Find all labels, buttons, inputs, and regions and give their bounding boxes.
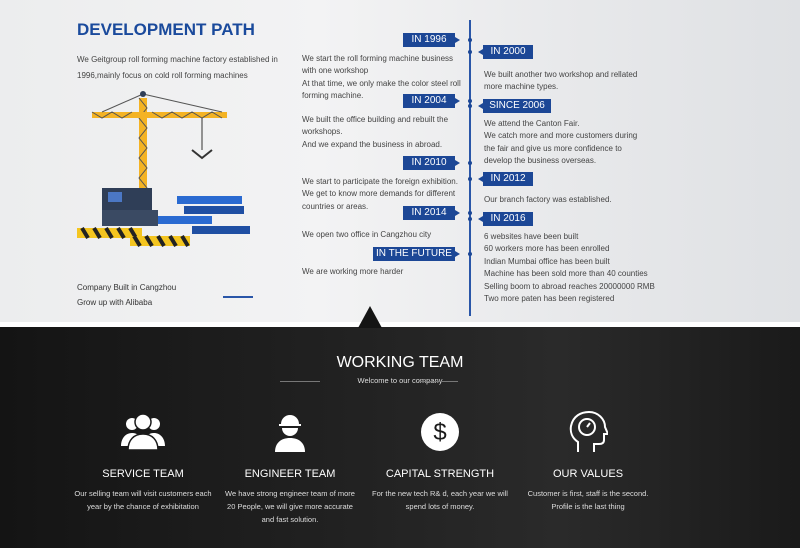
section-divider bbox=[0, 322, 800, 327]
team-card-text: We have strong engineer team of more 20 … bbox=[225, 489, 355, 524]
subtitle-line-right bbox=[418, 381, 458, 382]
text-line: Indian Mumbai office has been built bbox=[484, 256, 610, 266]
team-card-values: OUR VALUES Customer is first, staff is t… bbox=[518, 410, 658, 513]
timeline-label-future: IN THE FUTURE bbox=[373, 247, 460, 261]
timeline-label-2010: IN 2010 bbox=[403, 156, 460, 170]
text-line: We start the roll forming machine busine… bbox=[302, 54, 454, 63]
team-card-service: SERVICE TEAM Our selling team will visit… bbox=[73, 410, 213, 513]
team-card-text: Customer is first, staff is the second. … bbox=[527, 489, 649, 511]
text-line: We attend the Canton Fair. bbox=[484, 119, 580, 128]
team-card-capital: $ CAPITAL STRENGTH For the new tech R& d… bbox=[370, 410, 510, 513]
text-line: forming machine. bbox=[302, 91, 364, 101]
svg-text:$: $ bbox=[433, 419, 446, 446]
timeline-dot bbox=[468, 50, 472, 54]
timeline-label-2016: IN 2016 bbox=[478, 212, 533, 226]
timeline-label-2000: IN 2000 bbox=[478, 45, 533, 59]
footer-line-2: Grow up with Alibaba bbox=[77, 298, 153, 307]
timeline-dot bbox=[468, 99, 472, 103]
intro-text: We Geitgroup roll forming machine factor… bbox=[77, 55, 278, 80]
section-notch bbox=[358, 306, 382, 328]
team-card-title: ENGINEER TEAM bbox=[244, 468, 336, 480]
text-line: At that time, we only make the color ste… bbox=[302, 78, 461, 88]
timeline-text-2000: We built another two workshop and rellat… bbox=[484, 69, 637, 94]
team-card-engineer: ENGINEER TEAM We have strong engineer te… bbox=[220, 410, 360, 526]
timeline-text-2004: We built the office building and rebuilt… bbox=[302, 114, 448, 151]
text-line: the fair and give us more confidence to bbox=[484, 143, 622, 153]
timeline-text-2016: 6 websites have been built 60 workers mo… bbox=[484, 231, 655, 305]
text-line: 60 workers more has been enrolled bbox=[484, 244, 610, 254]
text-line: Our branch factory was established. bbox=[484, 195, 612, 204]
team-card-title: SERVICE TEAM bbox=[102, 468, 184, 480]
timeline-dot bbox=[468, 38, 472, 42]
team-title: WORKING TEAM bbox=[336, 354, 464, 371]
timeline-text-2012: Our branch factory was established. bbox=[484, 194, 612, 206]
company-footer-text: Company Built in Cangzhou Grow up with A… bbox=[77, 280, 176, 310]
accent-bar bbox=[223, 296, 253, 298]
users-icon bbox=[73, 410, 213, 454]
timeline-label-2006: SINCE 2006 bbox=[478, 99, 551, 113]
timeline-line bbox=[469, 20, 471, 316]
timeline-text-2014: We open two office in Cangzhou city bbox=[302, 229, 431, 241]
timeline-text-2006: We attend the Canton Fair. We catch more… bbox=[484, 118, 637, 168]
timeline-dot bbox=[468, 217, 472, 221]
footer-line-1: Company Built in Cangzhou bbox=[77, 283, 177, 292]
timeline-dot bbox=[468, 177, 472, 181]
text-line: And we expand the business in abroad. bbox=[302, 139, 443, 149]
timeline-label-2004: IN 2004 bbox=[403, 94, 460, 108]
text-line: Selling boom to abroad reaches 20000000 … bbox=[484, 281, 655, 291]
text-line: We start to participate the foreign exhi… bbox=[302, 177, 458, 186]
text-line: 6 websites have been built bbox=[484, 232, 579, 241]
timeline-text-1996: We start the roll forming machine busine… bbox=[302, 53, 461, 103]
engineer-icon bbox=[220, 410, 360, 454]
page-title: DEVELOPMENT PATH bbox=[77, 20, 255, 39]
timeline-dot bbox=[468, 104, 472, 108]
text-line: Machine has been sold more than 40 count… bbox=[484, 269, 648, 279]
text-line: countries or areas. bbox=[302, 201, 369, 211]
timeline-dot bbox=[468, 161, 472, 165]
text-line: We get to know more demands for differen… bbox=[302, 189, 456, 199]
team-card-title: CAPITAL STRENGTH bbox=[385, 468, 495, 480]
crane-illustration bbox=[77, 91, 250, 248]
timeline-dot bbox=[468, 211, 472, 215]
timeline-text-future: We are working more harder bbox=[302, 266, 403, 278]
team-card-text: For the new tech R& d, each year we will… bbox=[372, 489, 508, 511]
text-line: Two more paten has been registered bbox=[484, 294, 615, 304]
dollar-icon: $ bbox=[370, 410, 510, 454]
team-subtitle: Welcome to our company bbox=[357, 376, 443, 385]
text-line: We are working more harder bbox=[302, 267, 404, 276]
text-line: develop the business overseas. bbox=[484, 156, 597, 166]
team-card-title: OUR VALUES bbox=[552, 468, 624, 480]
text-line: with one workshop bbox=[302, 66, 369, 76]
text-line: workshops. bbox=[302, 127, 343, 137]
text-line: We built the office building and rebuilt… bbox=[302, 115, 449, 124]
text-line: We catch more and more customers during bbox=[484, 131, 638, 141]
team-card-text: Our selling team will visit customers ea… bbox=[74, 489, 212, 511]
subtitle-line-left bbox=[280, 381, 320, 382]
text-line: We built another two workshop and rellat… bbox=[484, 70, 638, 79]
development-section bbox=[0, 0, 800, 322]
timeline-text-2010: We start to participate the foreign exhi… bbox=[302, 176, 458, 213]
timeline-label-2012: IN 2012 bbox=[478, 172, 533, 186]
text-line: more machine types. bbox=[484, 82, 559, 92]
timeline-label-1996: IN 1996 bbox=[403, 33, 460, 47]
head-clock-icon bbox=[518, 410, 658, 454]
timeline-dot bbox=[468, 252, 472, 256]
text-line: We open two office in Cangzhou city bbox=[302, 230, 432, 239]
timeline-label-2014: IN 2014 bbox=[403, 206, 460, 220]
